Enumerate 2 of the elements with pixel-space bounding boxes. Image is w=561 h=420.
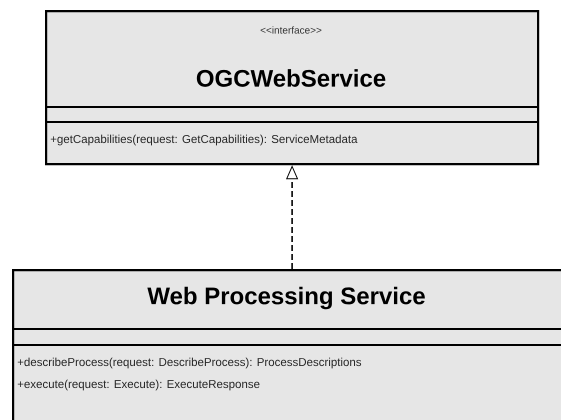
class-box: Web Processing Service +describeProcess(request: DescribeProcess): ProcessDescriptions +execute(request: Execute): ExecuteResponse bbox=[12, 269, 561, 420]
class-box: <<interface>> OGCWebService +getCapabilities(request: GetCapabilities): ServiceMetadata bbox=[45, 10, 540, 166]
